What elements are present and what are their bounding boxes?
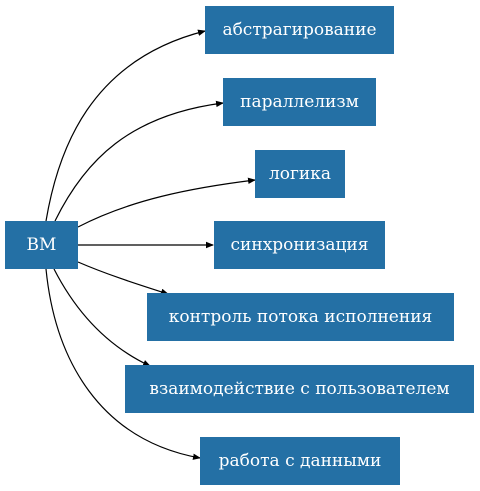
edge-root-to-logic [77,177,256,228]
edge-root-to-flow-control [77,261,169,295]
node-synchronization: синхронизация [214,221,385,269]
edge-root-to-abstraction [45,29,206,222]
node-abstraction: абстрагирование [205,6,394,54]
node-data: работа с данными [200,437,400,485]
node-user-interaction: взаимодействие с пользователем [125,365,474,413]
edge-root-to-user-interaction [53,268,151,367]
node-parallelism: параллелизм [223,78,376,126]
node-root: ВМ [5,221,78,269]
node-flow-control: контроль потока исполнения [147,293,454,341]
edge-root-to-parallelism [54,100,224,222]
edge-root-to-data [45,268,201,460]
node-logic: логика [255,150,345,198]
